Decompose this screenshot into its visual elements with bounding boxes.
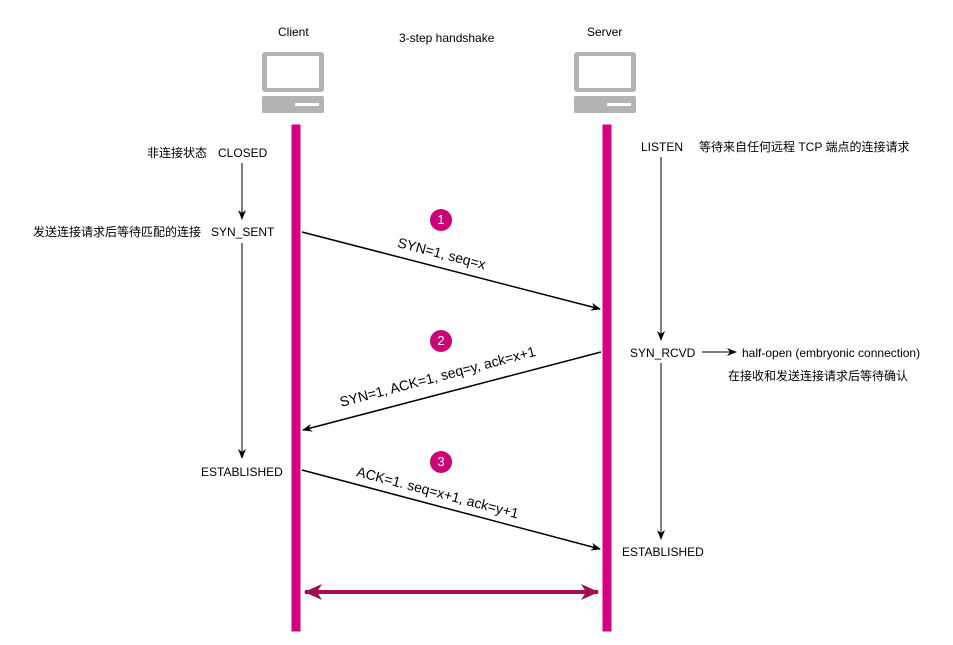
server-computer-icon — [574, 52, 636, 113]
server-state-established: ESTABLISHED — [622, 545, 704, 559]
server-lifeline — [601, 123, 613, 633]
message-2-arrow — [302, 351, 602, 432]
server-listen-note: 等待来自任何远程 TCP 端点的连接请求 — [699, 140, 910, 154]
client-lifeline — [290, 123, 302, 633]
half-open-note: half-open (embryonic connection) — [742, 346, 921, 360]
client-synsent-note: 发送连接请求后等待匹配的连接 — [33, 225, 202, 239]
syn-rcvd-note: 在接收和发送连接请求后等待确认 — [728, 369, 909, 383]
step-badge-3: 3 — [430, 451, 452, 473]
diagram-title: 3-step handshake — [399, 31, 495, 45]
message-3-arrow — [301, 469, 601, 551]
server-state-listen: LISTEN — [641, 140, 684, 154]
message-1-arrow — [301, 231, 601, 311]
step-badge-1: 1 — [430, 209, 452, 231]
client-computer-icon — [262, 52, 324, 113]
client-label: Client — [278, 25, 309, 39]
step-badge-2: 2 — [430, 330, 452, 352]
client-state-established: ESTABLISHED — [201, 465, 283, 479]
client-closed-note: 非连接状态 — [147, 146, 208, 160]
client-state-syn-sent: SYN_SENT — [211, 225, 275, 239]
server-state-syn-rcvd: SYN_RCVD — [630, 346, 696, 360]
client-state-closed: CLOSED — [218, 146, 268, 160]
server-label: Server — [587, 25, 623, 39]
